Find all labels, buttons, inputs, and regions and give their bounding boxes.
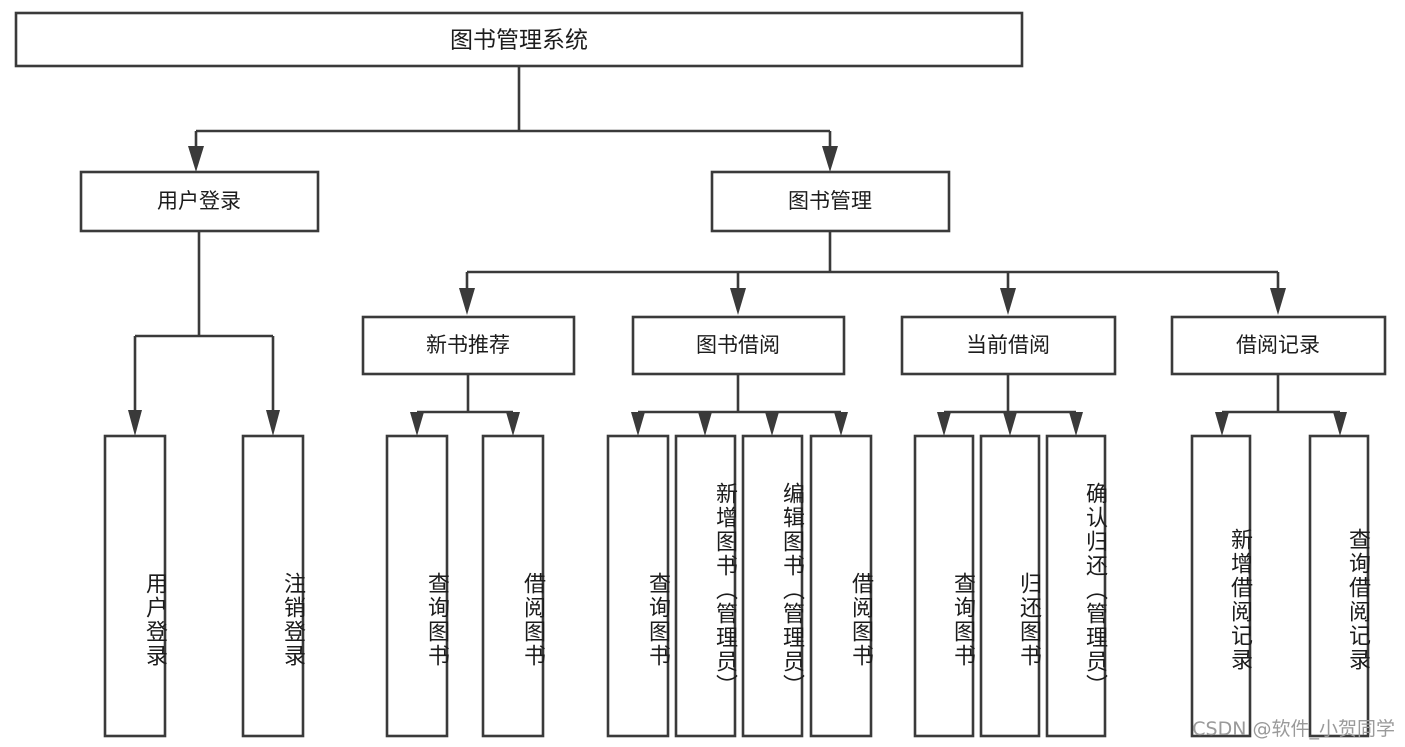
leaf-box-add-borrow-record[interactable] [1190,434,1252,738]
node-borrow-record[interactable]: 借阅记录 [1170,315,1387,376]
arrow-leaf-add-borrow-record [1215,412,1229,436]
node-box-book-manage[interactable] [710,170,951,233]
leaf-label-query-book-newbook: 查询图书 [424,572,449,668]
node-box-new-book-recommend[interactable] [361,315,576,376]
node-box-root[interactable] [14,11,1024,68]
node-box-user-login[interactable] [79,170,320,233]
arrow-to-current-borrow [1000,288,1016,315]
leaf-label-confirm-return: 确认归还（管理员） [1082,482,1107,698]
node-box-borrow-record[interactable] [1170,315,1387,376]
leaf-label-query-book-borrow: 查询图书 [645,572,670,668]
node-label-borrow-record: 借阅记录 [1236,333,1320,357]
node-root-system[interactable]: 图书管理系统 [14,11,1024,68]
edge-group-currentborrow-to-leaves [937,375,1083,436]
node-label-book-borrow: 图书借阅 [696,333,780,357]
leaf-label-user-login: 用户登录 [142,572,167,668]
edge-group-root-to-level2 [188,66,838,172]
leaf-label-logout-login: 注销登录 [280,572,305,668]
arrow-leaf-query-borrow-record [1333,412,1347,436]
leaf-box-user-login[interactable] [103,434,167,738]
leaf-label-borrow-book-newbook: 借阅图书 [520,572,545,668]
arrow-leaf-add-book [698,412,712,436]
leaf-label-add-book: 新增图书（管理员） [712,482,737,698]
arrow-to-book-borrow [730,288,746,315]
node-book-manage[interactable]: 图书管理 [710,170,951,233]
arrow-to-book-manage [822,146,838,172]
node-label-book-manage: 图书管理 [788,189,872,213]
edge-group-borrowrecord-to-leaves [1215,375,1347,436]
leaf-label-edit-book: 编辑图书（管理员） [779,482,804,698]
arrow-leaf-confirm-return [1069,412,1083,436]
node-box-current-borrow[interactable] [900,315,1117,376]
arrow-to-new-book-recommend [459,288,475,315]
node-label-user-login: 用户登录 [157,189,241,213]
arrow-leaf-query-book-borrow [631,412,645,436]
leaf-box-edit-book[interactable] [741,434,804,738]
leaf-label-add-borrow-record: 新增借阅记录 [1227,528,1252,672]
leaf-box-query-borrow-record[interactable] [1308,434,1370,738]
leaf-label-return-book: 归还图书 [1016,572,1041,668]
node-new-book-recommend[interactable]: 新书推荐 [361,315,576,376]
leaf-box-query-book-newbook[interactable] [385,434,449,738]
edge-group-userlogin-to-leaves [128,230,280,436]
arrow-leaf-logout-login [266,410,280,436]
arrow-leaf-borrow-book-newbook [506,412,520,436]
leaf-label-borrow-book: 借阅图书 [848,572,873,668]
leaf-box-add-book[interactable] [674,434,737,738]
edge-group-bookmanage-to-level3 [459,232,1286,315]
node-book-borrow[interactable]: 图书借阅 [631,315,846,376]
arrow-to-borrow-record [1270,288,1286,315]
arrow-leaf-user-login [128,410,142,436]
leaf-box-borrow-book[interactable] [809,434,873,738]
arrow-leaf-return-book [1003,412,1017,436]
node-user-login[interactable]: 用户登录 [79,170,320,233]
leaf-box-query-book-current[interactable] [913,434,975,738]
arrow-leaf-edit-book [765,412,779,436]
arrow-leaf-borrow-book [834,412,848,436]
node-current-borrow[interactable]: 当前借阅 [900,315,1117,376]
leaf-label-query-borrow-record: 查询借阅记录 [1345,528,1370,672]
arrow-leaf-query-book-current [937,412,951,436]
leaf-label-query-book-current: 查询图书 [950,572,975,668]
node-box-book-borrow[interactable] [631,315,846,376]
leaf-box-borrow-book-newbook[interactable] [481,434,545,738]
leaf-box-logout-login[interactable] [241,434,305,738]
leaf-box-query-book-borrow[interactable] [606,434,670,738]
arrow-leaf-query-book-newbook [410,412,424,436]
node-label-root: 图书管理系统 [450,28,588,54]
edge-group-newbook-to-leaves [410,375,520,436]
node-label-new-book-recommend: 新书推荐 [426,333,510,357]
leaf-box-confirm-return[interactable] [1045,434,1107,738]
edge-group-bookborrow-to-leaves [631,375,848,436]
node-label-current-borrow: 当前借阅 [966,333,1050,357]
leaf-box-group [103,434,1370,738]
arrow-to-user-login [188,146,204,172]
leaf-box-return-book[interactable] [979,434,1041,738]
